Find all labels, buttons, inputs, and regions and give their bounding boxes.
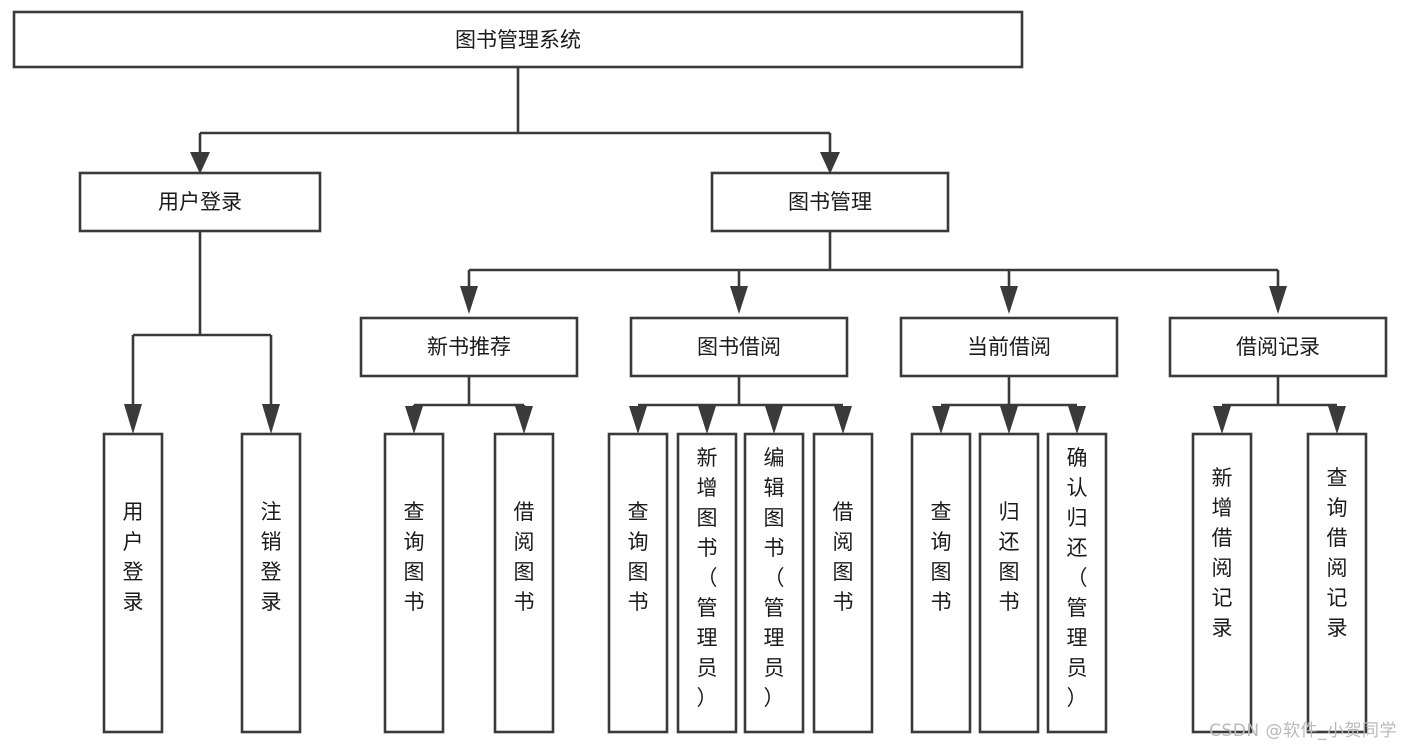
leaf-borrow-book-1[interactable]: 借阅图书 bbox=[493, 432, 555, 734]
leaf-user-login-label: 用户登录 bbox=[123, 500, 144, 614]
node-title-label: 图书管理系统 bbox=[455, 28, 581, 52]
arrowhead-leaf-query-book-1 bbox=[405, 406, 423, 434]
node-borrow-record-box[interactable] bbox=[1168, 316, 1388, 378]
leaf-query-book-2-label: 查询图书 bbox=[628, 500, 649, 614]
leaf-add-record-box[interactable] bbox=[1191, 432, 1253, 734]
leaf-user-login-box[interactable] bbox=[102, 432, 164, 734]
arrowhead-leaf-logout-login bbox=[262, 404, 280, 434]
leaf-edit-book-box[interactable] bbox=[743, 432, 805, 734]
node-user-login-label: 用户登录 bbox=[158, 190, 242, 214]
leaf-borrow-book-2-label: 借阅图书 bbox=[833, 500, 854, 614]
leaf-query-record-box[interactable] bbox=[1306, 432, 1368, 734]
leaf-return-book-label: 归还图书 bbox=[999, 500, 1020, 614]
leaf-query-book-1-label: 查询图书 bbox=[404, 500, 425, 614]
leaf-logout-login-box[interactable] bbox=[240, 432, 302, 734]
leaf-logout-login[interactable]: 注销登录 bbox=[240, 432, 302, 734]
arrowhead-leaf-query-book-2 bbox=[629, 406, 647, 434]
arrowhead-leaf-query-book-3 bbox=[932, 406, 950, 434]
leaf-query-book-2-box[interactable] bbox=[607, 432, 669, 734]
node-current-borrow-box[interactable] bbox=[899, 316, 1119, 378]
leaf-logout-login-label: 注销登录 bbox=[261, 500, 282, 614]
arrowhead-book-borrow bbox=[730, 286, 748, 314]
leaf-query-book-1[interactable]: 查询图书 bbox=[383, 432, 445, 734]
leaf-query-book-2[interactable]: 查询图书 bbox=[607, 432, 669, 734]
leaf-edit-book[interactable]: 编辑图书（管理员） bbox=[743, 432, 805, 734]
leaf-query-book-3[interactable]: 查询图书 bbox=[910, 432, 972, 734]
node-new-book-recommend-label: 新书推荐 bbox=[427, 335, 511, 359]
leaf-add-book[interactable]: 新增图书（管理员） bbox=[676, 432, 738, 734]
leaf-query-book-1-box[interactable] bbox=[383, 432, 445, 734]
leaf-return-book-box[interactable] bbox=[978, 432, 1040, 734]
arrowhead-leaf-return-book bbox=[1000, 406, 1018, 434]
arrowhead-leaf-add-record bbox=[1213, 406, 1231, 434]
node-book-management[interactable]: 图书管理 bbox=[710, 171, 950, 233]
arrowhead-leaf-confirm-return bbox=[1068, 406, 1086, 434]
arrowhead-new-book-recommend bbox=[460, 286, 478, 314]
node-borrow-record-label: 借阅记录 bbox=[1236, 335, 1320, 359]
node-title[interactable]: 图书管理系统 bbox=[12, 10, 1024, 69]
leaf-return-book[interactable]: 归还图书 bbox=[978, 432, 1040, 734]
arrowhead-current-borrow bbox=[1000, 286, 1018, 314]
arrowhead-leaf-borrow-book-1 bbox=[515, 406, 533, 434]
node-new-book-recommend-box[interactable] bbox=[359, 316, 579, 378]
connector-layer bbox=[124, 67, 1346, 434]
arrowhead-leaf-edit-book bbox=[765, 406, 783, 434]
node-book-borrow-label: 图书借阅 bbox=[697, 335, 781, 359]
node-title-box[interactable] bbox=[12, 10, 1024, 69]
leaf-query-book-3-label: 查询图书 bbox=[931, 500, 952, 614]
leaf-query-book-3-box[interactable] bbox=[910, 432, 972, 734]
node-borrow-record[interactable]: 借阅记录 bbox=[1168, 316, 1388, 378]
leaf-borrow-book-1-label: 借阅图书 bbox=[514, 500, 535, 614]
arrowhead-borrow-record bbox=[1269, 286, 1287, 314]
node-user-login-box[interactable] bbox=[78, 171, 322, 233]
leaf-confirm-return[interactable]: 确认归还（管理员） bbox=[1046, 432, 1108, 734]
leaf-borrow-book-1-box[interactable] bbox=[493, 432, 555, 734]
arrowhead-leaf-query-record bbox=[1328, 406, 1346, 434]
leaf-user-login[interactable]: 用户登录 bbox=[102, 432, 164, 734]
leaf-add-book-box[interactable] bbox=[676, 432, 738, 734]
leaf-edit-book-label: 编辑图书（管理员） bbox=[764, 446, 785, 710]
node-book-management-box[interactable] bbox=[710, 171, 950, 233]
leaf-confirm-return-box[interactable] bbox=[1046, 432, 1108, 734]
leaf-add-record[interactable]: 新增借阅记录 bbox=[1191, 432, 1253, 734]
arrowhead-user-login bbox=[190, 152, 210, 174]
leaf-query-record[interactable]: 查询借阅记录 bbox=[1306, 432, 1368, 734]
leaf-add-book-label: 新增图书（管理员） bbox=[697, 446, 718, 710]
node-book-borrow-box[interactable] bbox=[629, 316, 849, 378]
node-current-borrow-label: 当前借阅 bbox=[967, 335, 1051, 359]
leaf-query-record-label: 查询借阅记录 bbox=[1327, 466, 1348, 640]
arrowhead-book-management bbox=[820, 152, 840, 174]
node-current-borrow[interactable]: 当前借阅 bbox=[899, 316, 1119, 378]
node-user-login[interactable]: 用户登录 bbox=[78, 171, 322, 233]
node-book-management-label: 图书管理 bbox=[788, 190, 872, 214]
arrowhead-leaf-borrow-book-2 bbox=[834, 406, 852, 434]
leaf-borrow-book-2[interactable]: 借阅图书 bbox=[812, 432, 874, 734]
leaf-borrow-book-2-box[interactable] bbox=[812, 432, 874, 734]
node-book-borrow[interactable]: 图书借阅 bbox=[629, 316, 849, 378]
arrowhead-leaf-user-login bbox=[124, 404, 142, 434]
leaf-confirm-return-label: 确认归还（管理员） bbox=[1067, 446, 1088, 710]
leaf-add-record-label: 新增借阅记录 bbox=[1212, 466, 1233, 640]
arrowhead-leaf-add-book bbox=[698, 406, 716, 434]
node-new-book-recommend[interactable]: 新书推荐 bbox=[359, 316, 579, 378]
